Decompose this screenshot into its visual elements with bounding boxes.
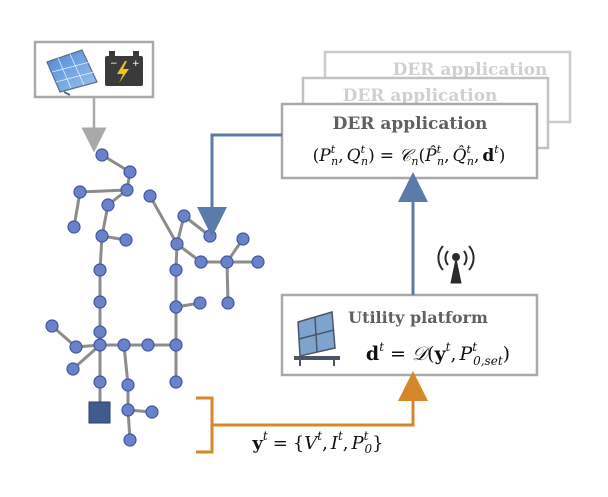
network-node <box>93 338 107 352</box>
network-nodes <box>45 148 265 447</box>
antenna-icon <box>437 245 475 284</box>
network-node <box>120 183 134 197</box>
network-node <box>67 220 81 234</box>
network-node <box>121 378 135 392</box>
der-devices-box: − + <box>33 40 155 99</box>
der-application-middle-title: DER application <box>343 86 498 106</box>
network-node <box>93 263 107 277</box>
network-line <box>122 344 130 386</box>
network-node <box>121 403 135 417</box>
network-node <box>194 255 208 269</box>
der-application-title: DER application <box>333 114 488 134</box>
network-node <box>169 375 183 389</box>
network-node <box>220 255 234 269</box>
measurement-bracket <box>196 396 214 454</box>
network-node <box>251 255 265 269</box>
network-node <box>101 198 115 212</box>
network-node <box>69 340 83 354</box>
network-node <box>66 362 80 376</box>
network-node <box>203 229 217 243</box>
server-panel-icon <box>294 311 340 366</box>
measurement-arrow <box>212 371 428 427</box>
substation-node <box>88 401 111 424</box>
network-node <box>145 405 159 419</box>
network-node <box>119 233 133 247</box>
network-node <box>73 185 87 199</box>
network-node <box>193 296 207 310</box>
network-node <box>93 325 107 339</box>
der-application-box-front <box>280 102 539 180</box>
der-application-back-title: DER application <box>393 60 548 80</box>
network-node <box>236 232 250 246</box>
der-to-grid-control-arrow <box>197 133 282 237</box>
network-node <box>123 165 137 179</box>
utility-platform-title: Utility platform <box>348 308 488 327</box>
network-node <box>143 189 157 203</box>
battery-icon: − + <box>105 51 143 86</box>
network-line <box>225 261 230 304</box>
network-node <box>93 375 107 389</box>
network-node <box>221 296 235 310</box>
solar-panel-icon <box>46 49 98 96</box>
network-node <box>95 229 109 243</box>
der-application-stack: DER application DER application DER appl… <box>280 50 572 180</box>
network-node <box>45 319 59 333</box>
network-node <box>169 300 183 314</box>
network-line <box>148 195 179 245</box>
network-line <box>79 188 128 194</box>
network-node <box>141 338 155 352</box>
network-node <box>169 263 183 277</box>
network-node <box>123 433 137 447</box>
network-node <box>169 338 183 352</box>
network-node <box>170 237 184 251</box>
network-node <box>177 209 191 223</box>
network-node <box>93 295 107 309</box>
network-node <box>117 338 131 352</box>
network-node <box>95 148 109 162</box>
svg-text:−: − <box>110 59 118 69</box>
svg-text:+: + <box>132 59 140 69</box>
